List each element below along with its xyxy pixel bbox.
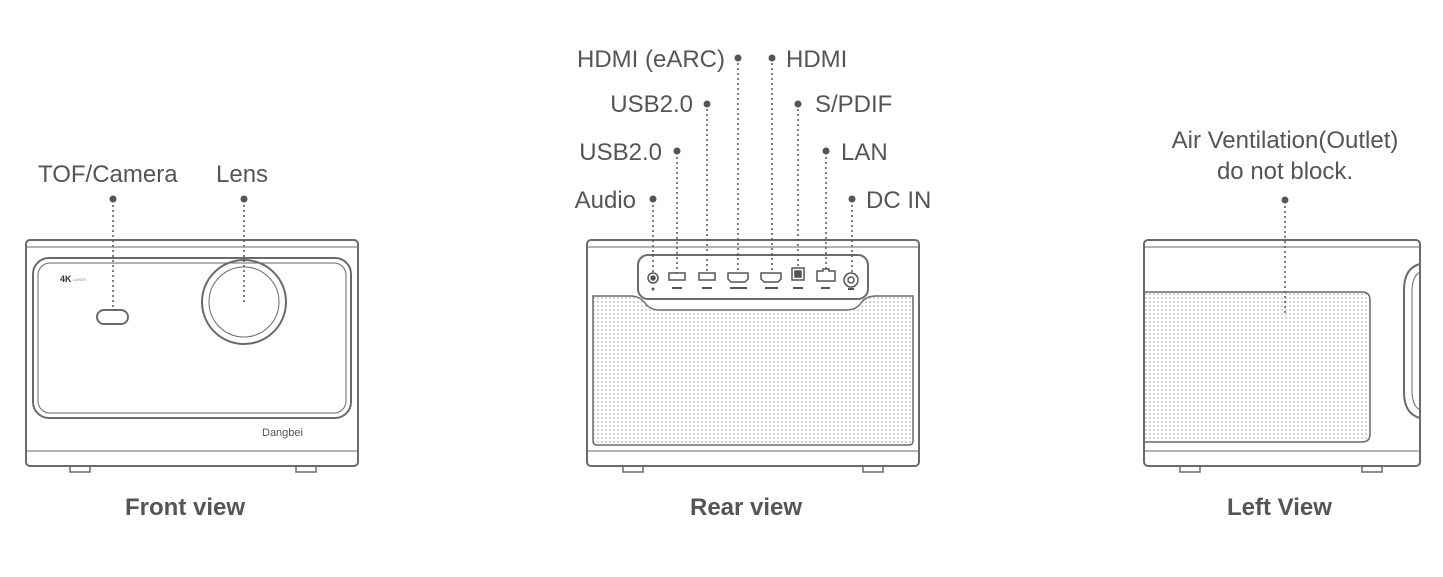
spdif-dot: [794, 100, 802, 108]
tof-camera-dot: [109, 195, 117, 203]
hdmi-dot: [768, 54, 776, 62]
spdif-port-icon: [791, 267, 805, 281]
rear-ports: [647, 267, 859, 291]
brand-logo: Dangbei: [262, 427, 303, 439]
dc-in-port-icon: [843, 272, 859, 288]
spdif-label: S/PDIF: [815, 91, 893, 118]
vent-label-line2: do not block.: [1216, 158, 1354, 185]
audio-dot: [649, 195, 657, 203]
rear-view-caption: Rear view: [690, 494, 803, 521]
tof-camera-label: TOF/Camera: [38, 161, 178, 188]
left-view-projector: [1143, 239, 1421, 473]
side-handle: [1403, 263, 1421, 419]
dc-in-label: DC IN: [866, 187, 932, 214]
front-view-projector: [25, 239, 359, 473]
left-view-caption: Left View: [1227, 494, 1332, 521]
front-callouts: [112, 200, 245, 310]
front-view-caption: Front view: [125, 494, 246, 521]
dc-in-dot: [848, 195, 856, 203]
lan-dot: [822, 147, 830, 155]
usb-2-label: USB2.0: [610, 91, 693, 118]
lens-dot: [240, 195, 248, 203]
hdmi-earc-label: HDMI (eARC): [577, 46, 725, 73]
usb-1-dot: [673, 147, 681, 155]
usb-2-dot: [703, 100, 711, 108]
rear-callouts: [652, 58, 853, 273]
rear-speaker-grille: [592, 295, 914, 446]
lens-label: Lens: [216, 161, 269, 188]
io-panel: [637, 254, 869, 300]
hdmi-earc-port-icon: [727, 272, 749, 283]
usb-1-label: USB2.0: [579, 139, 662, 166]
lan-port-icon: [816, 268, 836, 282]
usb-port-2-icon: [698, 272, 716, 281]
lan-label: LAN: [841, 139, 888, 166]
side-vent-grille: [1144, 291, 1371, 443]
hdmi-label: HDMI: [786, 46, 848, 73]
audio-port-icon: [647, 272, 659, 284]
rear-view-projector: [586, 239, 920, 473]
hdmi-port-icon: [760, 272, 782, 283]
4k-badge: 4K: [60, 274, 72, 284]
audio-label: Audio: [574, 187, 636, 214]
vent-label-line1: Air Ventilation(Outlet): [1171, 127, 1399, 154]
tof-camera-sensor: [96, 309, 129, 325]
vent-dot: [1281, 196, 1289, 204]
hdmi-earc-dot: [734, 54, 742, 62]
4k-badge-subtext: LASER: [73, 277, 87, 282]
usb-port-1-icon: [668, 272, 686, 281]
